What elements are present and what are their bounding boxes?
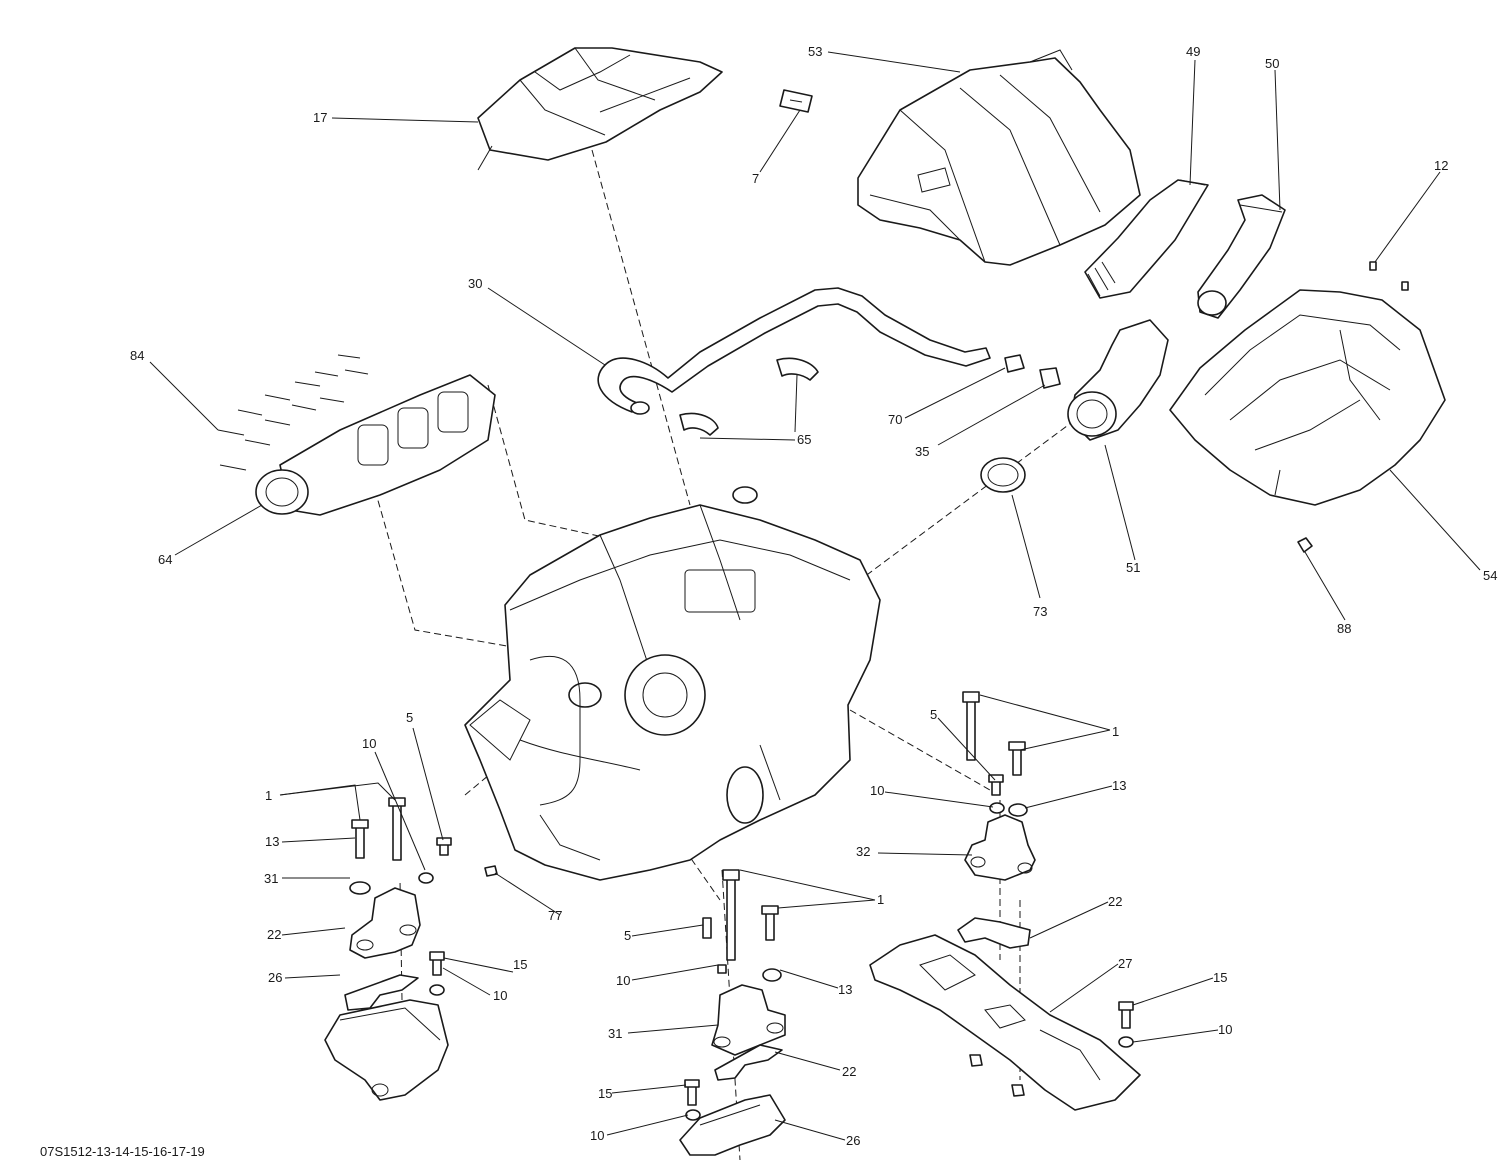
callout-labels: 53 49 50 17 7 12 30 84 70 35 65 64 51 54… (130, 44, 1497, 1148)
left-mount-fasteners (349, 797, 452, 895)
callout-15-right: 15 (1213, 970, 1227, 985)
callout-10-right: 10 (870, 783, 884, 798)
callout-64: 64 (158, 552, 172, 567)
engine-cover-part-17 (477, 47, 723, 171)
callout-84: 84 (130, 348, 144, 363)
center-mount-fasteners (702, 869, 782, 982)
callout-22-left: 22 (267, 927, 281, 942)
callout-35: 35 (915, 444, 929, 459)
callout-10-center: 10 (616, 973, 630, 988)
callout-10-center-bottom: 10 (590, 1128, 604, 1143)
callout-10-left-bottom: 10 (493, 988, 507, 1003)
callout-30: 30 (468, 276, 482, 291)
fasteners-part-15-10-right (1118, 1001, 1134, 1048)
callout-10-left: 10 (362, 736, 376, 751)
callout-70: 70 (888, 412, 902, 427)
callout-77: 77 (548, 908, 562, 923)
heat-shield-part-26-center (679, 1094, 786, 1156)
callout-1-left: 1 (265, 788, 272, 803)
callout-15-left: 15 (513, 957, 527, 972)
bracket-part-22-right (957, 917, 1031, 949)
right-mount-fasteners (962, 691, 1028, 817)
callout-31-center: 31 (608, 1026, 622, 1041)
leader-lines (149, 51, 1481, 1141)
callout-13-center: 13 (838, 982, 852, 997)
nut-part-88 (1297, 537, 1313, 553)
callout-49: 49 (1186, 44, 1200, 59)
bracket-part-22-center (714, 1044, 783, 1081)
callout-1-center: 1 (877, 892, 884, 907)
intake-hose-part-49 (1084, 179, 1209, 299)
bracket-part-22-left (344, 974, 419, 1011)
callout-17: 17 (313, 110, 327, 125)
callout-15-center: 15 (598, 1086, 612, 1101)
engine-mount-part-31-center (711, 984, 786, 1056)
breather-hose-part-30 (597, 287, 991, 415)
callout-5-left: 5 (406, 710, 413, 725)
callout-13-left: 13 (265, 834, 279, 849)
callout-10-far-right: 10 (1218, 1022, 1232, 1037)
callout-26-left: 26 (268, 970, 282, 985)
bolts-part-84 (217, 354, 369, 471)
clamp-part-73 (980, 457, 1026, 493)
fasteners-part-15-10-center (684, 1079, 701, 1121)
callout-12: 12 (1434, 158, 1448, 173)
callout-73: 73 (1033, 604, 1047, 619)
callout-13-right: 13 (1112, 778, 1126, 793)
engine-mount-part-32 (964, 814, 1036, 881)
callout-26-center: 26 (846, 1133, 860, 1148)
callout-50: 50 (1265, 56, 1279, 71)
callout-5-right: 5 (930, 707, 937, 722)
clip-part-65-lower (679, 412, 719, 436)
callout-27: 27 (1118, 956, 1132, 971)
callout-32: 32 (856, 844, 870, 859)
skid-plate-part-27 (869, 934, 1141, 1111)
callout-1-right: 1 (1112, 724, 1119, 739)
callout-22-center: 22 (842, 1064, 856, 1079)
clip-part-65-upper (776, 357, 819, 381)
heat-shield-part-26-left (324, 999, 449, 1101)
airbox-part-53 (857, 49, 1141, 266)
fitting-part-35 (1039, 367, 1061, 389)
clamp-part-70 (1004, 354, 1025, 373)
callout-88: 88 (1337, 621, 1351, 636)
callout-54: 54 (1483, 568, 1497, 583)
intake-manifold-part-64 (255, 374, 496, 516)
callout-31-left: 31 (264, 871, 278, 886)
label-part-7 (779, 89, 813, 113)
engine-mount-part-31-left (349, 887, 421, 959)
screws-part-12 (1369, 261, 1409, 291)
intake-duct-part-50 (1197, 194, 1286, 319)
airbox-base-part-54 (1169, 289, 1446, 506)
callout-22-right: 22 (1108, 894, 1122, 909)
throttle-duct-part-51 (1067, 319, 1169, 441)
callout-7: 7 (752, 171, 759, 186)
callout-5-center: 5 (624, 928, 631, 943)
callout-51: 51 (1126, 560, 1140, 575)
callout-65: 65 (797, 432, 811, 447)
drawing-code: 07S1512-13-14-15-16-17-19 (40, 1144, 205, 1159)
engine-block (464, 486, 881, 881)
fasteners-part-15-10-left (429, 951, 445, 996)
plug-part-77 (484, 865, 498, 877)
callout-53: 53 (808, 44, 822, 59)
